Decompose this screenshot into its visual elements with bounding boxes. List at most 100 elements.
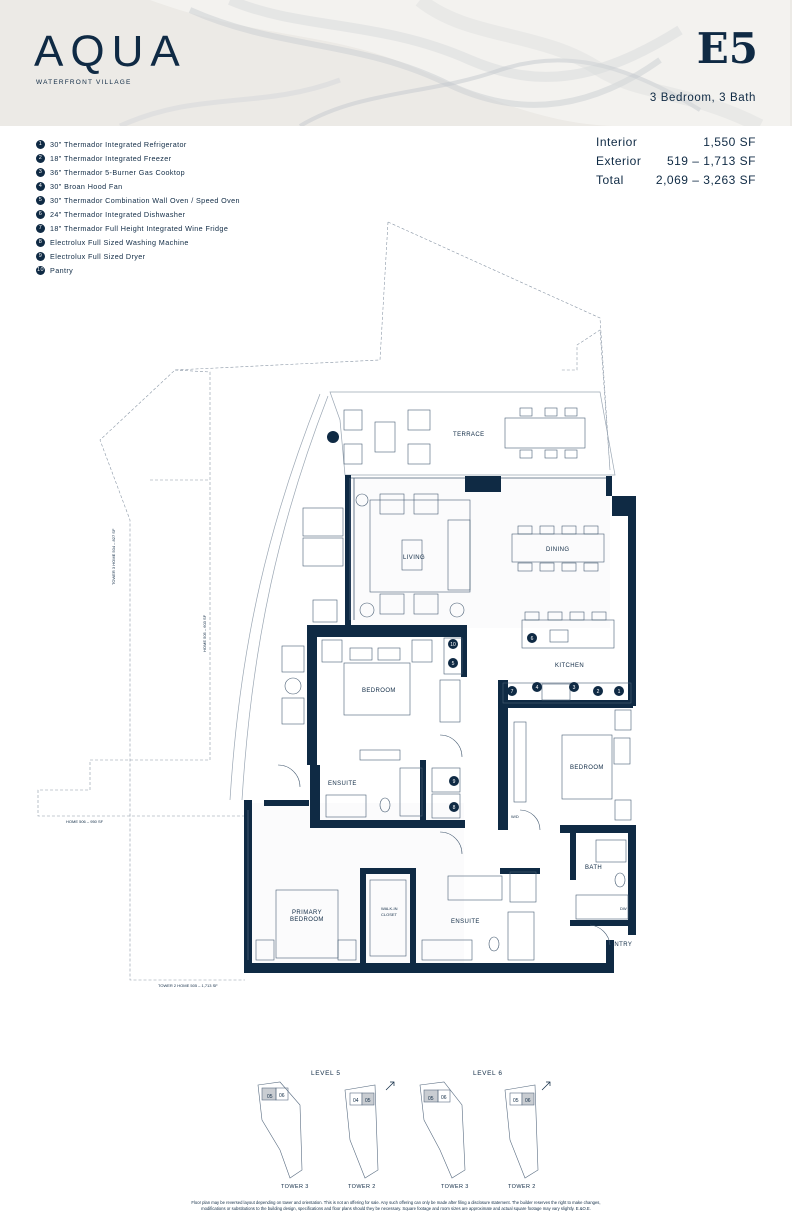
legend-item: 5 30" Thermador Combination Wall Oven / S… [36, 193, 336, 207]
marker-3-label: 3 [573, 685, 576, 691]
legend-number: 5 [36, 195, 45, 205]
legend-number: 8 [36, 237, 45, 247]
legend-label: Electrolux Full Sized Dryer [50, 251, 146, 261]
key-plan-drawings: 05 06 04 05 05 06 05 06 [257, 1081, 551, 1179]
overlay-home505: HOME 505 – 603 SF [202, 614, 207, 652]
unit-description: 3 Bedroom, 3 Bath [649, 92, 756, 104]
keyplan-unit-05: 05 [267, 1094, 273, 1100]
room-label-terrace: TERRACE [453, 432, 484, 438]
bedroom-furniture [321, 639, 632, 821]
overlay-home506: HOME 506 – 950 SF [66, 819, 104, 824]
legend-number: 7 [36, 223, 45, 233]
legend-label: 30" Thermador Combination Wall Oven / Sp… [50, 195, 240, 205]
marker-6-label: 6 [531, 636, 534, 642]
marker-10 [448, 639, 458, 649]
area-label: Exterior [596, 154, 642, 168]
marker-9-label: 9 [453, 779, 456, 785]
marker-4-label: 4 [536, 685, 539, 691]
room-label-kitchen: KITCHEN [555, 663, 584, 669]
area-value: 519 – 1,713 SF [666, 154, 756, 168]
legend-number: 3 [36, 167, 45, 177]
area-label: Interior [596, 135, 638, 149]
terrace-furniture [343, 407, 586, 465]
legend-label: 18" Thermador Integrated Freezer [50, 153, 172, 163]
window-lines [247, 477, 606, 960]
overlay-t3-home504: TOWER 3 HOME 504 – 827 SF [111, 528, 116, 585]
room-label-dining: DINING [546, 547, 569, 553]
legend-number: 9 [36, 251, 45, 261]
room-label-living: LIVING [403, 555, 425, 561]
primary-suite-fixtures [255, 839, 629, 961]
legend-label: Electrolux Full Sized Washing Machine [50, 237, 189, 247]
legend-number: 2 [36, 153, 45, 163]
appliance-markers: 10 5 6 7 4 3 2 1 9 8 [448, 633, 624, 812]
key-plans: LEVEL 5 LEVEL 6 05 06 04 05 [0, 1060, 792, 1200]
balcony-curve-inner [241, 395, 329, 801]
room-label-bedroom: BEDROOM [362, 688, 396, 694]
ensuite-fixtures [325, 767, 461, 819]
legend-item: 3 36" Thermador 5-Burner Gas Cooktop [36, 165, 336, 179]
neighbor-outline [37, 221, 611, 981]
room-label-ensuite-2: ENSUITE [451, 919, 480, 925]
marker-5-label: 5 [452, 661, 455, 667]
room-label-bath: BATH [585, 865, 602, 871]
balcony-curve [229, 393, 321, 801]
key-plan-tower2-l5 [344, 1084, 379, 1179]
legend-label: Pantry [50, 265, 74, 275]
legend-number: 6 [36, 209, 45, 219]
keyplan-unit-05-b: 05 [365, 1098, 371, 1104]
legend-item: 2 18" Thermador Integrated Freezer [36, 151, 336, 165]
key-plan-tower3-l6 [419, 1081, 466, 1179]
marker-1-label: 1 [618, 689, 621, 695]
header-banner: AQUA WATERFRONT VILLAGE E5 3 Bedroom, 3 … [0, 0, 792, 126]
living-furniture [355, 493, 471, 618]
area-row-interior: Interior 1,550 SF [596, 135, 756, 154]
wd-label: W/D [511, 814, 519, 819]
area-label: Total [596, 173, 624, 187]
tower-2-label: TOWER 2 [348, 1184, 376, 1190]
room-label-entry: ENTRY [610, 942, 632, 948]
legend-label: 36" Thermador 5-Burner Gas Cooktop [50, 167, 186, 177]
planter-icon [327, 431, 339, 443]
logo-subtitle: WATERFRONT VILLAGE [36, 79, 132, 86]
legend-number: 4 [36, 181, 45, 191]
room-label-bedroom-2: BEDROOM [570, 765, 604, 771]
floor-hatch [252, 478, 610, 963]
marker-8 [449, 802, 459, 812]
keyplan-unit-06-d: 06 [525, 1098, 531, 1104]
north-arrow-icon [385, 1081, 551, 1091]
tower-3-label-2: TOWER 3 [441, 1184, 469, 1190]
key-plan-tower2-l6 [504, 1084, 539, 1179]
keyplan-unit-06-c: 06 [441, 1095, 447, 1101]
aqua-logo: AQUA [34, 27, 187, 76]
legend-item: 10 Pantry [36, 263, 336, 277]
marble-texture [118, 0, 790, 126]
room-label-primary: PRIMARY [292, 910, 322, 916]
marker-7-label: 7 [511, 689, 514, 695]
marker-7 [507, 686, 517, 696]
tower-2-label-2: TOWER 2 [508, 1184, 536, 1190]
legend-item: 9 Electrolux Full Sized Dryer [36, 249, 336, 263]
unit-code: E5 [696, 24, 758, 73]
room-label-closet: CLOSET [381, 912, 398, 917]
legend-item: 7 18" Thermador Full Height Integrated Wi… [36, 221, 336, 235]
marker-4 [532, 682, 542, 692]
area-row-total: Total 2,069 – 3,263 SF [596, 173, 756, 192]
marker-10-label: 10 [450, 642, 456, 648]
marker-3 [569, 682, 579, 692]
keyplan-unit-06: 06 [279, 1093, 285, 1099]
floor-plan: TERRACE LIVING DINING KITCHEN BEDROOM BE… [37, 221, 636, 988]
room-label-primary-bedroom: BEDROOM [290, 917, 324, 923]
area-value: 1,550 SF [703, 135, 756, 149]
legend-label: 18" Thermador Full Height Integrated Win… [50, 223, 229, 233]
disclaimer: Floor plan may be reversed layout depend… [60, 1200, 732, 1212]
level-5-label: LEVEL 5 [311, 1070, 341, 1077]
balcony-furniture [281, 507, 344, 725]
area-value: 2,069 – 3,263 SF [655, 173, 756, 187]
keyplan-unit-05-d: 05 [513, 1098, 519, 1104]
legend-number: 10 [36, 265, 45, 275]
